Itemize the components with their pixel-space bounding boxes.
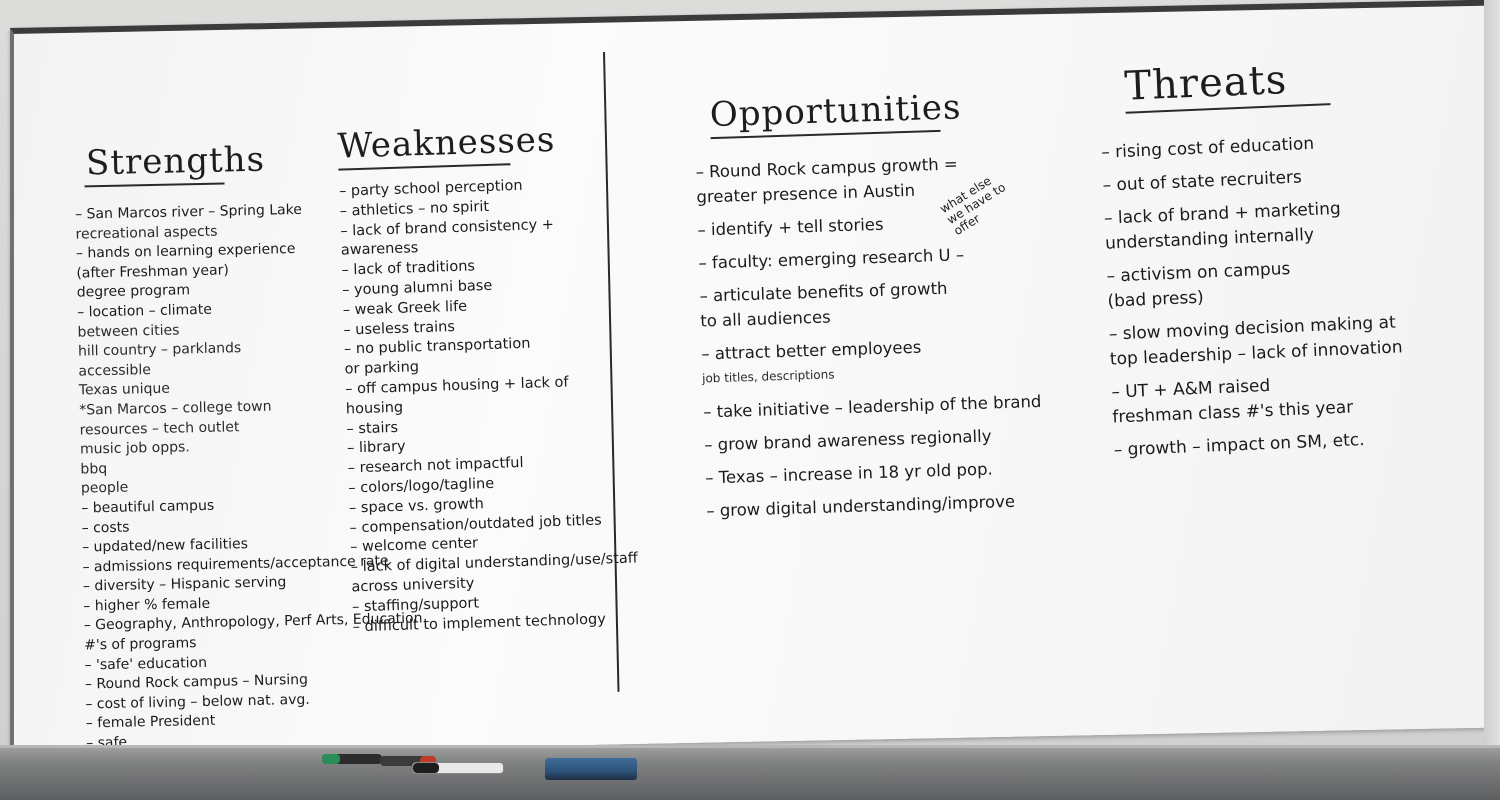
list-item: – Texas – increase in 18 yr old pop. [704,459,994,488]
threats-heading: Threats [1123,56,1289,110]
list-item: – grow brand awareness regionally [703,426,992,455]
list-item: – growth – impact on SM, etc. [1113,430,1365,461]
marker-cap [413,763,439,773]
red-marker[interactable] [380,756,436,766]
weaknesses-list: – party school perception – athletics – … [339,174,640,638]
marker-tray [0,748,1500,800]
list-item: – out of state recruiters [1102,167,1303,196]
green-marker[interactable] [322,754,382,764]
list-item: – faculty: emerging research U – [698,245,965,273]
weaknesses-heading: Weaknesses [337,119,556,167]
opportunities-column: Opportunities – Round Rock campus growth… [695,85,1045,531]
weaknesses-column: Weaknesses – party school perception – a… [337,118,640,638]
threats-column: Threats – rising cost of education – out… [1101,53,1408,471]
black-marker[interactable] [412,762,504,774]
list-item: – grow digital understanding/improve [705,491,1016,521]
strengths-heading-underline [84,182,225,188]
list-item: – take initiative – leadership of the br… [702,391,1042,422]
whiteboard-right-frame [1484,0,1500,800]
list-item: – rising cost of education [1100,133,1315,163]
marker-cap [322,754,340,764]
whiteboard-eraser[interactable] [545,758,637,780]
marker-cap [420,756,436,766]
threats-list: – rising cost of education – out of stat… [1101,129,1407,464]
